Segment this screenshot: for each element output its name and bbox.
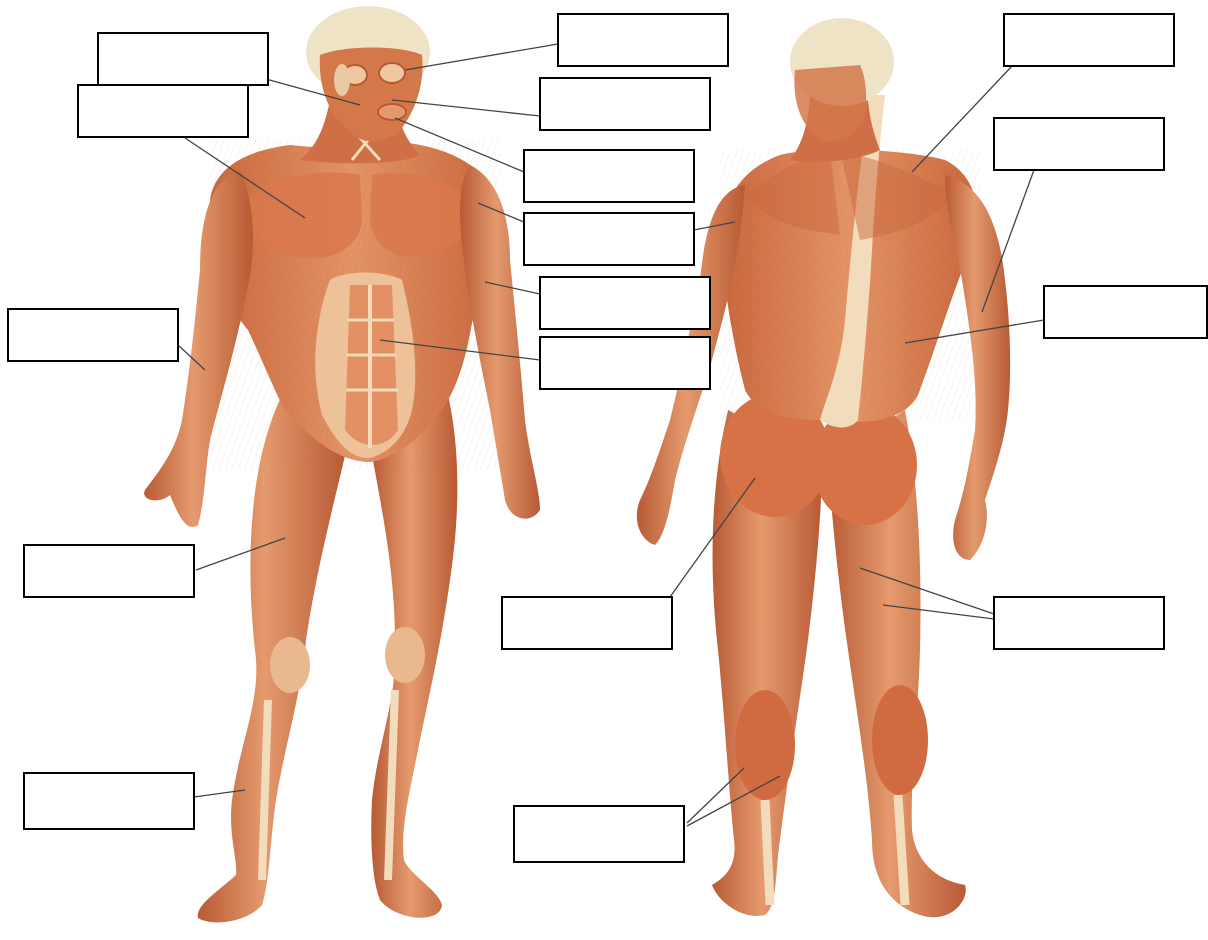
label-box-posterior-latissimus-dorsi[interactable] — [1044, 286, 1207, 338]
anterior-figure — [144, 6, 540, 922]
label-box-posterior-hamstrings[interactable] — [994, 597, 1164, 649]
label-box-anterior-rectus-abdominis[interactable] — [540, 337, 710, 389]
label-box-anterior-quadriceps[interactable] — [24, 545, 194, 597]
label-box-anterior-deltoid[interactable] — [524, 213, 694, 265]
label-box-anterior-biceps-brachii[interactable] — [540, 277, 710, 329]
label-box-posterior-triceps-brachii[interactable] — [994, 118, 1164, 170]
label-box-posterior-gluteus-maximus[interactable] — [502, 597, 672, 649]
label-box-posterior-gastrocnemius[interactable] — [514, 806, 684, 862]
label-box-anterior-pectoralis-major[interactable] — [78, 85, 248, 137]
label-box-anterior-sternocleidomastoid[interactable] — [524, 150, 694, 202]
label-box-anterior-forearm-flexors[interactable] — [8, 309, 178, 361]
label-box-anterior-orbicularis-oculi[interactable] — [558, 14, 728, 66]
label-box-anterior-orbicularis-oris[interactable] — [540, 78, 710, 130]
label-box-anterior-masseter[interactable] — [98, 33, 268, 85]
label-box-anterior-tibialis-anterior[interactable] — [24, 773, 194, 829]
leader-line — [392, 100, 540, 116]
label-box-posterior-trapezius[interactable] — [1004, 14, 1174, 66]
